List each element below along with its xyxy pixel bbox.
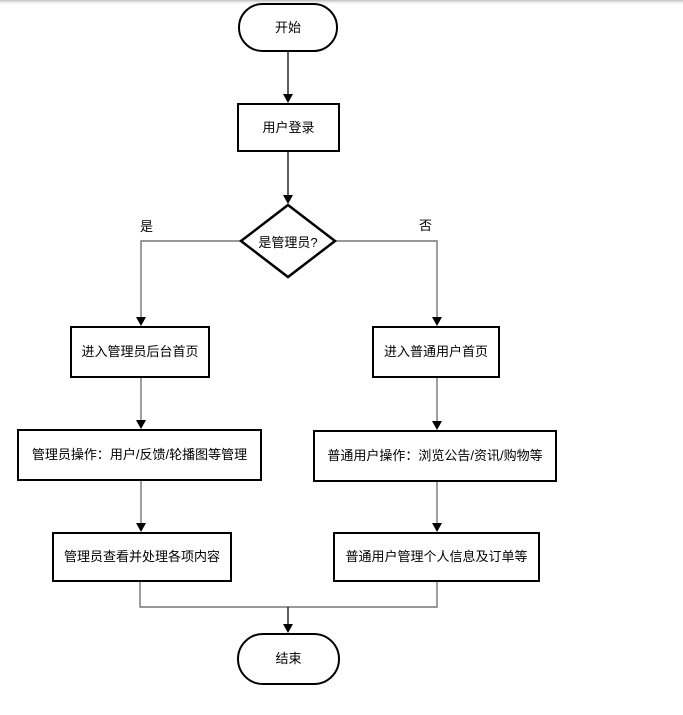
node-admin-operations-label: 管理员操作：用户/反馈/轮播图等管理 (31, 447, 248, 463)
node-user-operations: 普通用户操作：浏览公告/资讯/购物等 (313, 430, 557, 482)
arrowhead-start-login (283, 94, 293, 103)
edge-decision-adminhome (140, 240, 242, 318)
node-user-home: 进入普通用户首页 (372, 326, 500, 378)
node-admin-review: 管理员查看并处理各项内容 (52, 532, 232, 582)
arrowhead-login-decision (283, 195, 293, 204)
node-end-label: 结束 (275, 651, 302, 667)
node-admin-home: 进入管理员后台首页 (70, 326, 210, 378)
edge-label-no: 否 (419, 218, 433, 233)
edge-merge-lines (139, 582, 438, 608)
node-user-operations-label: 普通用户操作：浏览公告/资讯/购物等 (327, 448, 543, 464)
decision-diamond-shape (238, 203, 338, 279)
arrowhead-decision-adminhome (136, 317, 146, 326)
node-user-profile-label: 普通用户管理个人信息及订单等 (345, 549, 528, 565)
node-start: 开始 (238, 3, 338, 52)
node-start-label: 开始 (274, 19, 301, 35)
window-top-edge (0, 0, 683, 4)
node-user-home-label: 进入普通用户首页 (383, 344, 488, 360)
arrowhead-userhome-userops (432, 421, 442, 430)
arrowhead-decision-userhome (432, 317, 442, 326)
node-user-profile: 普通用户管理个人信息及订单等 (333, 532, 540, 582)
node-admin-operations: 管理员操作：用户/反馈/轮播图等管理 (17, 429, 262, 481)
arrowhead-userops-userprofile (432, 523, 442, 532)
edge-label-yes: 是 (140, 219, 154, 234)
node-decision-label: 是管理员? (258, 234, 318, 250)
node-user-login: 用户登录 (237, 103, 340, 152)
node-admin-review-label: 管理员查看并处理各项内容 (63, 549, 220, 565)
edge-decision-userhome (335, 240, 438, 318)
node-admin-home-label: 进入管理员后台首页 (81, 344, 199, 360)
arrowhead-adminops-adminreview (136, 523, 146, 532)
node-end: 结束 (237, 633, 340, 685)
arrowhead-adminhome-adminops (136, 420, 146, 429)
node-user-login-label: 用户登录 (262, 119, 315, 135)
arrowhead-merge-end (283, 624, 293, 633)
